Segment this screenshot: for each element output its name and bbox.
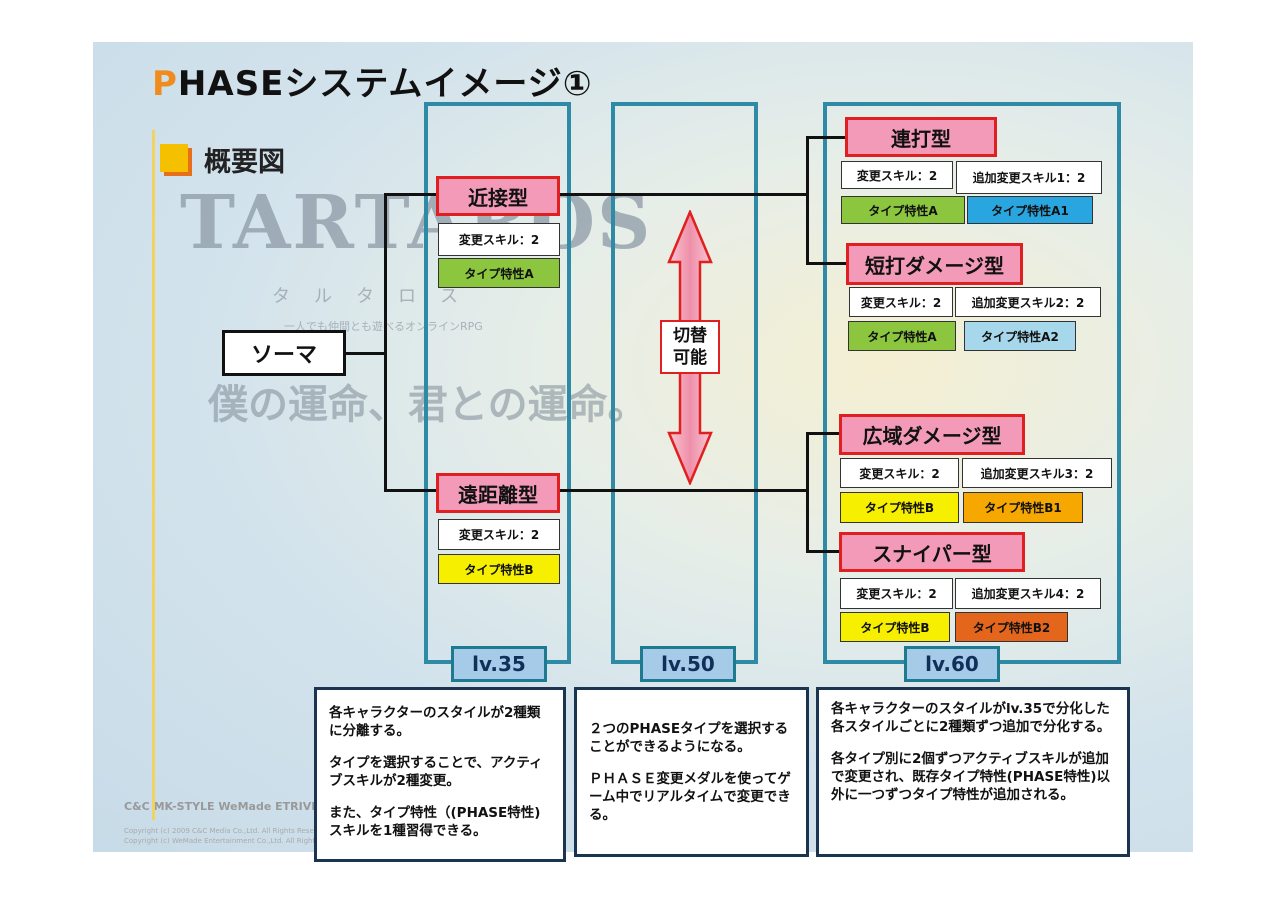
switch-label: 切替 可能 [660, 320, 720, 374]
sniper-sub-trait: タイプ特性B2 [955, 612, 1068, 642]
note-lv35-p1: 各キャラクターのスタイルが2種類に分離する。 [329, 705, 541, 739]
note-lv35-p2: タイプを選択することで、アクティブスキルが2種変更。 [329, 755, 543, 789]
page-title: PHASEシステムイメージ① [152, 56, 593, 105]
melee-skill: 変更スキル：2 [438, 223, 560, 256]
connector-to-rapid [806, 136, 846, 139]
root-node-soma: ソーマ [222, 330, 346, 376]
burst-sub-trait: タイプ特性A2 [964, 321, 1076, 351]
connector-root [344, 352, 386, 355]
note-lv35: 各キャラクターのスタイルが2種類に分離する。 タイプを選択することで、アクティブ… [314, 687, 566, 862]
note-lv60: 各キャラクターのスタイルがlv.35で分化した各スタイルごとに2種類ずつ追加で分… [816, 687, 1130, 857]
sniper-skill: 変更スキル：2 [840, 578, 953, 609]
sniper-trait: タイプ特性B [840, 612, 950, 642]
node-melee: 近接型 [436, 176, 560, 216]
title-accent: P [152, 64, 178, 104]
title-text: HASEシステムイメージ① [177, 64, 593, 104]
note-lv50-p1: ２つのPHASEタイプを選択することができるようになる。 [589, 721, 789, 755]
connector-to-sniper [806, 550, 840, 553]
note-lv50: ２つのPHASEタイプを選択することができるようになる。 ＰＨＡＳＥ変更メダルを… [574, 687, 809, 857]
connector-melee-to-lv60 [559, 193, 808, 196]
level-badge-lv35: lv.35 [451, 646, 547, 682]
area-add-skill: 追加変更スキル3：2 [962, 458, 1112, 488]
brand-logos: C&C MK-STYLE WeMade ETRIVIA [124, 800, 324, 813]
background-logo-sub: 一人でも仲間とも遊べるオンラインRPG [284, 318, 483, 334]
node-ranged: 遠距離型 [436, 473, 560, 513]
bullet-square-icon [160, 144, 188, 172]
level-badge-lv60: lv.60 [904, 646, 1000, 682]
burst-skill: 変更スキル：2 [849, 287, 953, 317]
connector-to-area [806, 432, 840, 435]
connector-to-ranged [384, 489, 437, 492]
node-sniper: スナイパー型 [839, 532, 1025, 572]
note-lv35-p3: また、タイプ特性（(PHASE特性)スキルを1種習得できる。 [329, 805, 541, 839]
connector-ranged-to-lv60 [559, 489, 808, 492]
node-burst: 短打ダメージ型 [846, 243, 1023, 285]
note-lv60-p1: 各キャラクターのスタイルがlv.35で分化した各スタイルごとに2種類ずつ追加で分… [831, 701, 1111, 735]
connector-to-burst [806, 262, 848, 265]
rapid-skill: 変更スキル：2 [841, 161, 953, 189]
burst-add-skill: 追加変更スキル2：2 [955, 287, 1101, 317]
area-sub-trait: タイプ特性B1 [963, 492, 1083, 523]
rapid-add-skill: 追加変更スキル1：2 [956, 161, 1102, 194]
connector-melee-branch [806, 136, 809, 263]
level-badge-lv50: lv.50 [640, 646, 736, 682]
ranged-trait: タイプ特性B [438, 554, 560, 584]
switch-label-line-2: 可能 [673, 348, 707, 368]
node-rapid: 連打型 [845, 117, 997, 157]
section-subtitle: 概要図 [204, 147, 285, 178]
connector-to-melee [384, 193, 437, 196]
decorative-yellow-line [152, 130, 155, 820]
burst-trait: タイプ特性A [848, 321, 956, 351]
note-lv60-p2: 各タイプ別に2個ずつアクティブスキルが追加で変更され、既存タイプ特性(PHASE… [831, 751, 1111, 803]
melee-trait: タイプ特性A [438, 258, 560, 288]
area-skill: 変更スキル：2 [840, 458, 959, 488]
rapid-trait: タイプ特性A [841, 196, 965, 224]
connector-root-vertical [384, 193, 387, 492]
note-lv50-p2: ＰＨＡＳＥ変更メダルを使ってゲーム中でリアルタイムで変更できる。 [589, 771, 791, 823]
area-trait: タイプ特性B [840, 492, 959, 523]
background-logo-kana: タルタロス [272, 286, 482, 307]
node-area: 広域ダメージ型 [839, 414, 1025, 455]
copyright-line-2: Copyright (c) WeMade Entertainment Co.,L… [124, 837, 356, 845]
connector-ranged-branch [806, 432, 809, 552]
sniper-add-skill: 追加変更スキル4：2 [955, 578, 1101, 609]
ranged-skill: 変更スキル：2 [438, 519, 560, 550]
rapid-sub-trait: タイプ特性A1 [967, 196, 1093, 224]
copyright-line-1: Copyright (c) 2009 C&C Media Co.,Ltd. Al… [124, 827, 332, 835]
switch-label-line-1: 切替 [673, 326, 707, 346]
copyright: Copyright (c) 2009 C&C Media Co.,Ltd. Al… [124, 826, 356, 846]
